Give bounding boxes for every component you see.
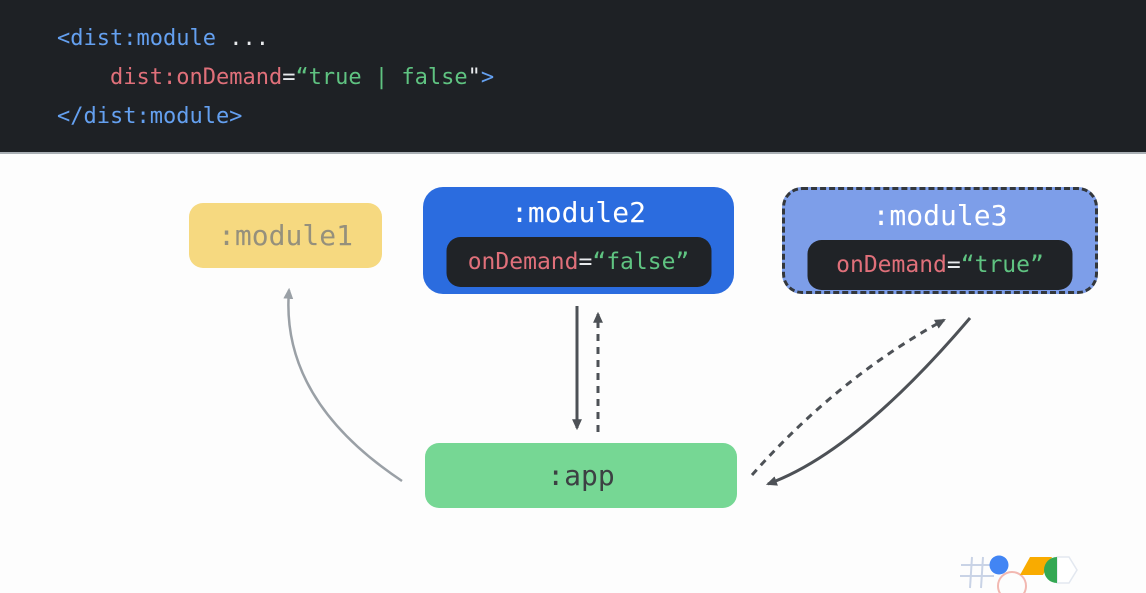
module2-ondemand-badge: onDemand=“false” — [446, 237, 711, 287]
code-equals: = — [282, 65, 296, 90]
code-attr-value: “true | false — [295, 65, 468, 90]
badge-value: “true” — [960, 252, 1044, 278]
module2-label: :module2 — [511, 196, 646, 229]
badge-equals: = — [946, 252, 961, 278]
module1-box: :module1 — [189, 203, 382, 268]
blue-circle-icon — [989, 555, 1009, 575]
badge-attr: onDemand — [467, 249, 579, 275]
arrow-module3-to-app — [765, 317, 972, 486]
code-line-2: dist:onDemand=“true | false"> — [110, 65, 494, 90]
code-banner: <dist:module ... dist:onDemand=“true | f… — [0, 0, 1146, 154]
event-logo — [960, 555, 1078, 593]
code-ellipsis: ... — [215, 26, 269, 51]
badge-value: “false” — [592, 249, 690, 275]
code-close-quote: " — [467, 65, 481, 90]
module3-label: :module3 — [872, 199, 1008, 232]
badge-attr: onDemand — [836, 252, 947, 278]
code-line-1: <dist:module ... — [57, 26, 269, 51]
arrow-app-to-module1 — [283, 287, 403, 483]
code-line-3: </dist:module> — [57, 104, 242, 129]
module2-box: :module2 onDemand=“false” — [423, 187, 734, 294]
module3-box: :module3 onDemand=“true” — [782, 187, 1098, 294]
badge-equals: = — [578, 249, 593, 275]
hash-grid-icon — [960, 556, 995, 589]
app-label: :app — [547, 459, 615, 492]
module3-ondemand-badge: onDemand=“true” — [807, 240, 1073, 290]
code-tag-open: <dist:module — [57, 26, 216, 51]
arrow-app-to-module3-dashed — [750, 318, 946, 476]
code-attr-name: dist:onDemand — [110, 65, 283, 90]
app-box: :app — [425, 443, 737, 508]
module1-label: :module1 — [218, 219, 353, 252]
green-semicircle-icon — [1044, 557, 1057, 583]
outline-pentagon-icon — [1056, 556, 1078, 584]
code-tag-close: </dist:module> — [57, 104, 243, 129]
code-bracket: > — [480, 65, 495, 90]
yellow-parallelogram-icon — [1020, 557, 1052, 575]
